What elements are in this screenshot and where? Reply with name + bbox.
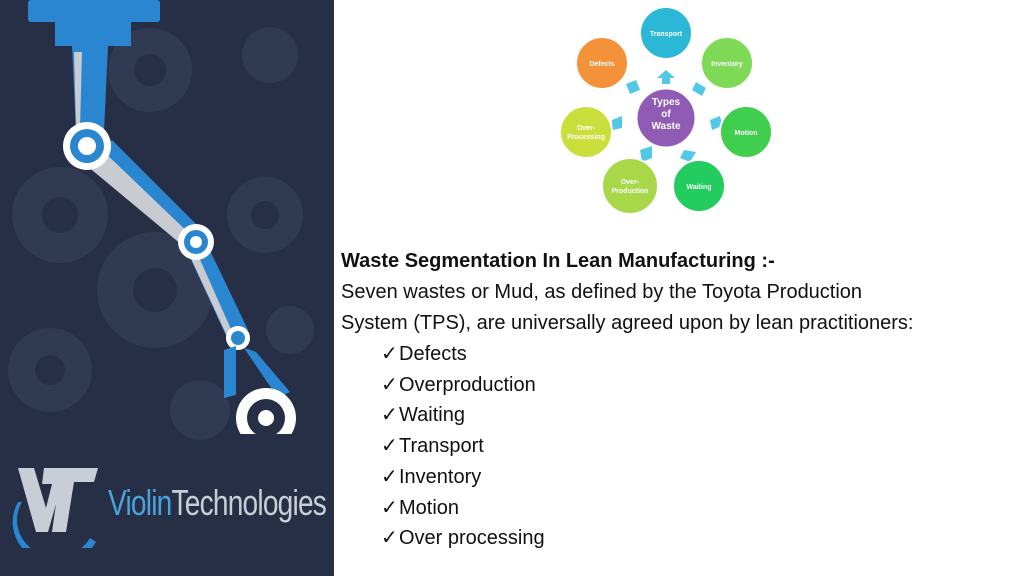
diagram-arrows: [612, 70, 722, 162]
section-heading: Waste Segmentation In Lean Manufacturing…: [341, 250, 775, 272]
list-item: ✓Waiting: [381, 400, 1021, 431]
left-decorative-panel: ViolinTechnologies: [0, 0, 334, 576]
center-label-line: Types: [652, 97, 681, 108]
intro-paragraph: Seven wastes or Mud, as defined by the T…: [341, 277, 1021, 339]
center-node: [634, 86, 698, 150]
list-item: ✓Defects: [381, 339, 1021, 370]
node-waiting-label: Waiting: [686, 184, 711, 191]
types-of-waste-diagram: Types of Waste Transport Inventory Motio…: [559, 6, 773, 215]
node-motion: [719, 105, 773, 159]
node-waiting: [672, 159, 726, 213]
checkmark-icon: ✓: [381, 496, 398, 519]
robot-arm-illustration: [8, 0, 314, 464]
waste-checklist: ✓Defects ✓Overproduction ✓Waiting ✓Trans…: [341, 339, 1021, 554]
company-logo: ViolinTechnologies: [8, 462, 328, 552]
node-transport: [639, 6, 693, 60]
node-transport-label: Transport: [650, 31, 683, 38]
checkmark-icon: ✓: [381, 435, 398, 458]
node-over-production: [601, 157, 659, 215]
center-label-line: Waste: [651, 121, 681, 132]
node-defects: [575, 36, 629, 90]
node-over-processing-label: Processing: [567, 134, 605, 141]
list-item: ✓Inventory: [381, 462, 1021, 493]
node-over-processing: [559, 105, 613, 159]
node-inventory: [700, 36, 754, 90]
checkmark-icon: ✓: [381, 404, 398, 427]
center-label-line: of: [661, 109, 671, 120]
list-item: ✓Motion: [381, 493, 1021, 524]
intro-line: Seven wastes or Mud, as defined by the T…: [341, 281, 863, 303]
node-over-production-label: Over-: [621, 179, 640, 186]
list-item: ✓Over processing: [381, 523, 1021, 554]
node-over-processing-label: Over-: [577, 125, 596, 132]
company-name: ViolinTechnologies: [108, 482, 327, 523]
checkmark-icon: ✓: [381, 343, 398, 365]
node-over-production-label: Production: [612, 188, 649, 195]
intro-line: System (TPS), are universally agreed upo…: [341, 312, 914, 334]
list-item: ✓Transport: [381, 431, 1021, 462]
node-motion-label: Motion: [735, 130, 758, 137]
checkmark-icon: ✓: [381, 527, 398, 550]
checkmark-icon: ✓: [381, 373, 398, 396]
node-inventory-label: Inventory: [711, 61, 743, 68]
vt-logo-mark: [12, 468, 98, 548]
node-defects-label: Defects: [589, 61, 614, 68]
list-item: ✓Overproduction: [381, 370, 1021, 401]
content-block: Waste Segmentation In Lean Manufacturing…: [341, 246, 1021, 554]
checkmark-icon: ✓: [381, 465, 398, 488]
arm-base: [28, 0, 160, 22]
